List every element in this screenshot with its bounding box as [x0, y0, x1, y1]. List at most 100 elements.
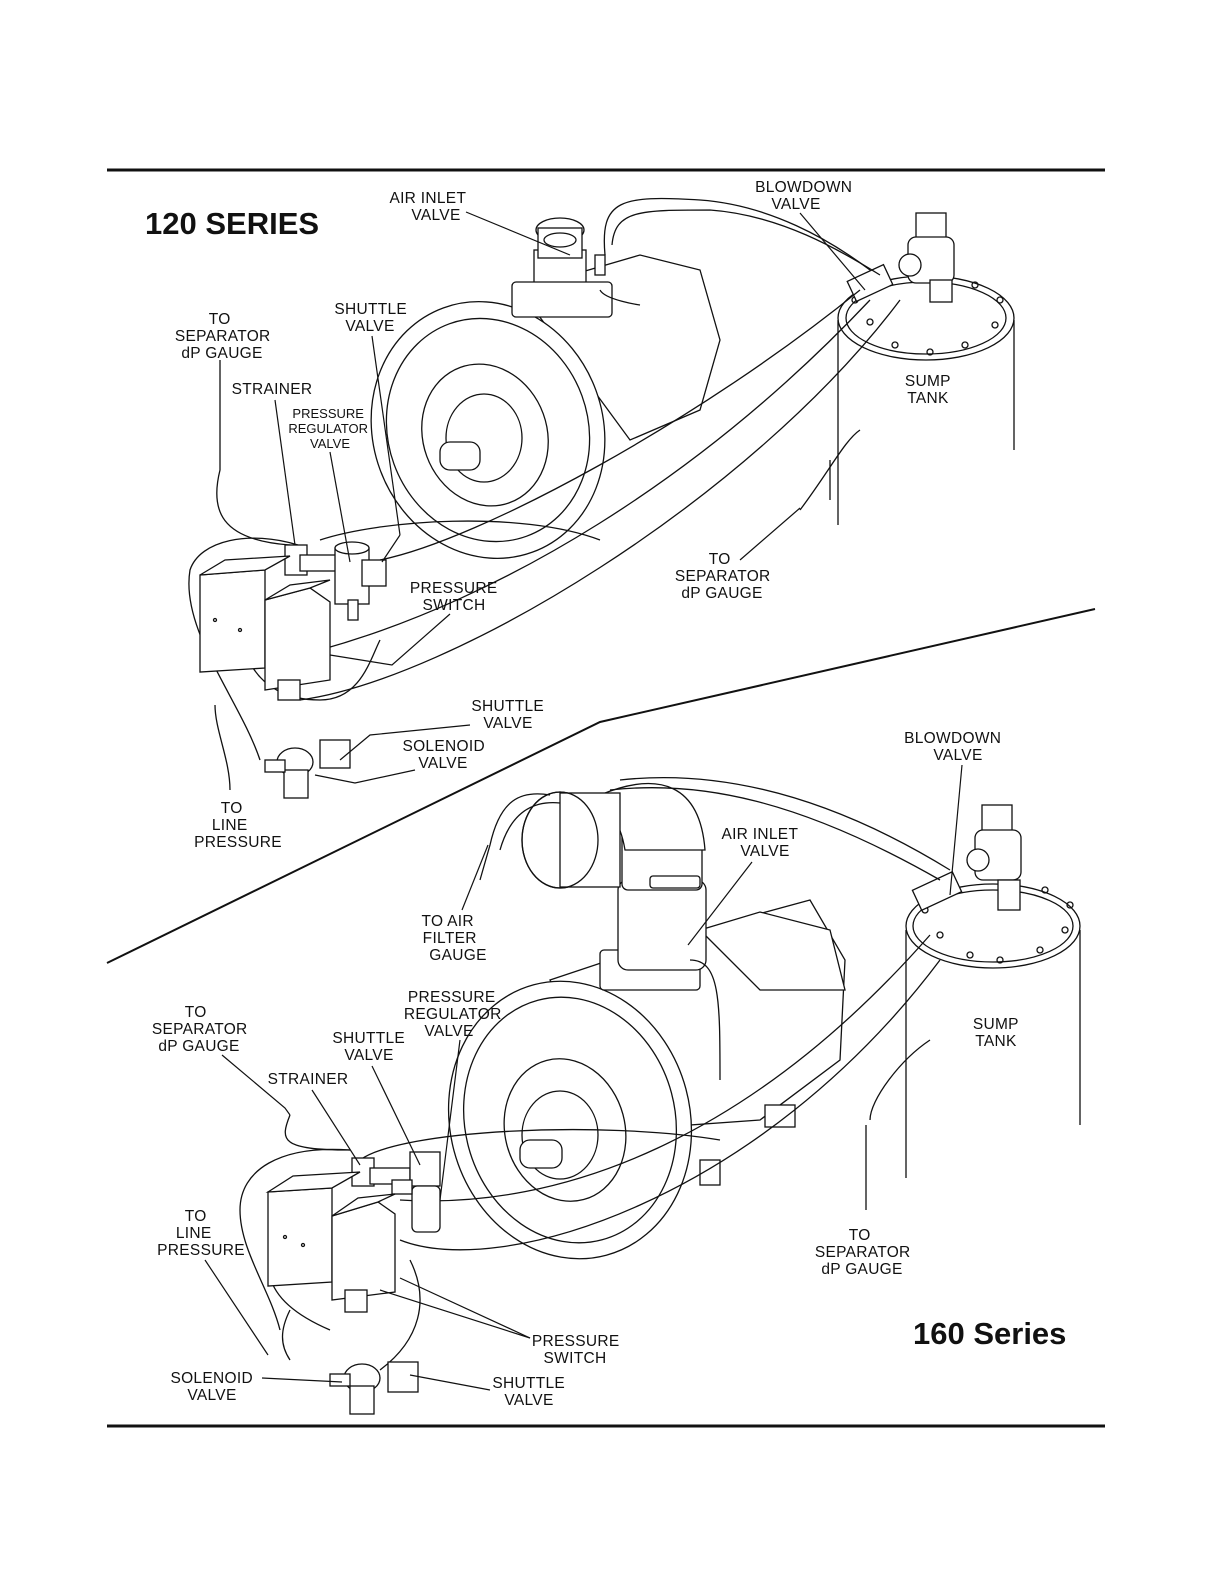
label-b-line-pressure-2: LINE	[176, 1225, 212, 1242]
svg-text:TO LINE PRESSU: TO LINE PRESSURE	[157, 1208, 245, 1259]
label-b-blowdown-1: BLOWDOWN	[904, 730, 1001, 747]
bottom-sump-tank	[905, 883, 1081, 1178]
bottom-solenoid-cluster	[329, 1361, 419, 1415]
label-solenoid-1: SOLENOID	[402, 738, 485, 755]
label-b-solenoid-1: SOLENOID	[170, 1370, 253, 1387]
svg-text:SOLENOID VALVE: SOLENOID VALVE	[170, 1370, 257, 1404]
bottom-diagram: 160 Series	[152, 730, 1081, 1415]
svg-text:BLOWDOWN VALVE: BLOWDOWN VALVE	[904, 730, 1006, 764]
label-b-solenoid-2: VALVE	[187, 1387, 236, 1404]
label-line-pressure-2: LINE	[212, 817, 248, 834]
top-regulator-cluster	[284, 541, 387, 621]
svg-text:STRAINER: STRAINER	[232, 381, 313, 398]
svg-text:SUMP TANK: SUMP TANK	[905, 373, 955, 407]
svg-text:STRAINER: STRAINER	[268, 1071, 349, 1088]
svg-text:AIR INLET VALVE: AIR INLET VALVE	[389, 190, 470, 224]
label-b-air-filter-3: GAUGE	[429, 947, 486, 964]
svg-text:TO SEPARATOR d: TO SEPARATOR dP GAUGE	[815, 1227, 915, 1278]
label-b-air-inlet-2: VALVE	[740, 843, 789, 860]
svg-text:TO AIR FILTER: TO AIR FILTER GAUGE	[422, 913, 487, 964]
label-b-pressure-switch-1: PRESSURE	[532, 1333, 620, 1350]
label-b-to-sep-left-3: dP GAUGE	[158, 1038, 239, 1055]
label-b-regulator-2: REGULATOR	[404, 1006, 502, 1023]
label-b-shuttle-lower-2: VALVE	[504, 1392, 553, 1409]
svg-text:SUMP TANK: SUMP TANK	[973, 1016, 1023, 1050]
svg-text:BLOWDOWN VALVE: BLOWDOWN VALVE	[755, 179, 857, 213]
label-blowdown-2: VALVE	[771, 196, 820, 213]
label-b-to-sep-right-2: SEPARATOR	[815, 1244, 911, 1261]
label-b-sump-2: TANK	[975, 1033, 1017, 1050]
label-strainer: STRAINER	[232, 381, 313, 398]
label-shuttle-upper-1: SHUTTLE	[334, 301, 407, 318]
label-b-to-sep-left-2: SEPARATOR	[152, 1021, 248, 1038]
svg-text:SHUTTLE VALVE: SHUTTLE VALVE	[334, 301, 411, 335]
top-solenoid-cluster	[264, 739, 351, 799]
label-b-strainer: STRAINER	[268, 1071, 349, 1088]
label-b-sump-1: SUMP	[973, 1016, 1019, 1033]
label-regulator-1: PRESSURE	[292, 406, 364, 421]
label-sump-2: TANK	[907, 390, 949, 407]
svg-text:PRESSURE REGULATOR: PRESSURE REGULATOR VALVE	[404, 989, 506, 1040]
label-b-regulator-1: PRESSURE	[408, 989, 496, 1006]
label-b-regulator-3: VALVE	[424, 1023, 473, 1040]
label-to-sep-right-2: SEPARATOR	[675, 568, 771, 585]
svg-text:TO SEPARATOR d: TO SEPARATOR dP GAUGE	[152, 1004, 252, 1055]
svg-text:SOLENOID VALVE: SOLENOID VALVE	[402, 738, 489, 772]
bottom-hoses	[239, 776, 951, 1371]
top-title: 120 SERIES	[145, 206, 319, 241]
svg-text:PRESSURE SWITCH: PRESSURE SWITCH	[532, 1333, 624, 1367]
label-b-to-sep-left-1: TO	[185, 1004, 207, 1021]
bottom-compressor	[447, 782, 846, 1260]
label-b-shuttle-lower-1: SHUTTLE	[492, 1375, 565, 1392]
top-pressure-switch-boxes	[199, 555, 331, 701]
svg-text:PRESSURE REGULATOR: PRESSURE REGULATOR VALVE	[288, 406, 371, 451]
label-line-pressure-3: PRESSURE	[194, 834, 282, 851]
label-regulator-2: REGULATOR	[288, 421, 368, 436]
svg-text:TO SEPARATOR d: TO SEPARATOR dP GAUGE	[175, 311, 275, 362]
top-sump-tank	[837, 275, 1015, 525]
label-air-inlet-2: VALVE	[411, 207, 460, 224]
label-blowdown-1: BLOWDOWN	[755, 179, 852, 196]
label-pressure-switch-1: PRESSURE	[410, 580, 498, 597]
label-shuttle-upper-2: VALVE	[345, 318, 394, 335]
label-b-shuttle-upper-1: SHUTTLE	[332, 1030, 405, 1047]
label-to-sep-right-1: TO	[709, 551, 731, 568]
label-solenoid-2: VALVE	[418, 755, 467, 772]
label-b-air-filter-1: TO AIR	[422, 913, 474, 930]
bottom-title: 160 Series	[913, 1316, 1066, 1351]
svg-text:SHUTTLE VALVE: SHUTTLE VALVE	[471, 698, 548, 732]
label-b-air-filter-2: FILTER	[423, 930, 477, 947]
svg-text:SHUTTLE VALVE: SHUTTLE VALVE	[492, 1375, 569, 1409]
section-divider	[106, 608, 1096, 964]
svg-text:SHUTTLE VALVE: SHUTTLE VALVE	[332, 1030, 409, 1064]
svg-text:TO SEPARATOR d: TO SEPARATOR dP GAUGE	[675, 551, 775, 602]
top-blowdown-valve-body	[846, 212, 955, 303]
top-leaders	[274, 211, 866, 784]
svg-text:AIR INLET VALVE: AIR INLET VALVE	[721, 826, 802, 860]
bottom-blowdown-valve-body	[911, 804, 1022, 912]
label-pressure-switch-2: SWITCH	[423, 597, 486, 614]
label-shuttle-lower-2: VALVE	[483, 715, 532, 732]
label-b-pressure-switch-2: SWITCH	[544, 1350, 607, 1367]
label-to-sep-right-3: dP GAUGE	[681, 585, 762, 602]
bottom-labels: BLOWDOWN VALVE AIR INLET VALVE TO AIR FI…	[152, 730, 1023, 1409]
label-to-sep-left-2: SEPARATOR	[175, 328, 271, 345]
top-labels: AIR INLET VALVE BLOWDOWN VALVE TO SEPARA…	[175, 179, 955, 851]
bottom-regulator-cluster	[351, 1151, 441, 1233]
label-b-to-sep-right-1: TO	[849, 1227, 871, 1244]
top-compressor	[370, 217, 721, 559]
label-b-to-sep-right-3: dP GAUGE	[821, 1261, 902, 1278]
label-b-air-inlet-1: AIR INLET	[721, 826, 798, 843]
label-b-line-pressure-3: PRESSURE	[157, 1242, 245, 1259]
label-line-pressure-1: TO	[221, 800, 243, 817]
label-to-sep-left-1: TO	[209, 311, 231, 328]
label-sump-1: SUMP	[905, 373, 951, 390]
label-shuttle-lower-1: SHUTTLE	[471, 698, 544, 715]
svg-text:TO LINE PRESSU: TO LINE PRESSURE	[194, 800, 282, 851]
label-b-shuttle-upper-2: VALVE	[344, 1047, 393, 1064]
top-diagram: 120 SERIES	[145, 179, 1015, 851]
bottom-leaders	[204, 764, 963, 1391]
label-b-line-pressure-1: TO	[185, 1208, 207, 1225]
svg-text:PRESSURE SWITCH: PRESSURE SWITCH	[410, 580, 502, 614]
